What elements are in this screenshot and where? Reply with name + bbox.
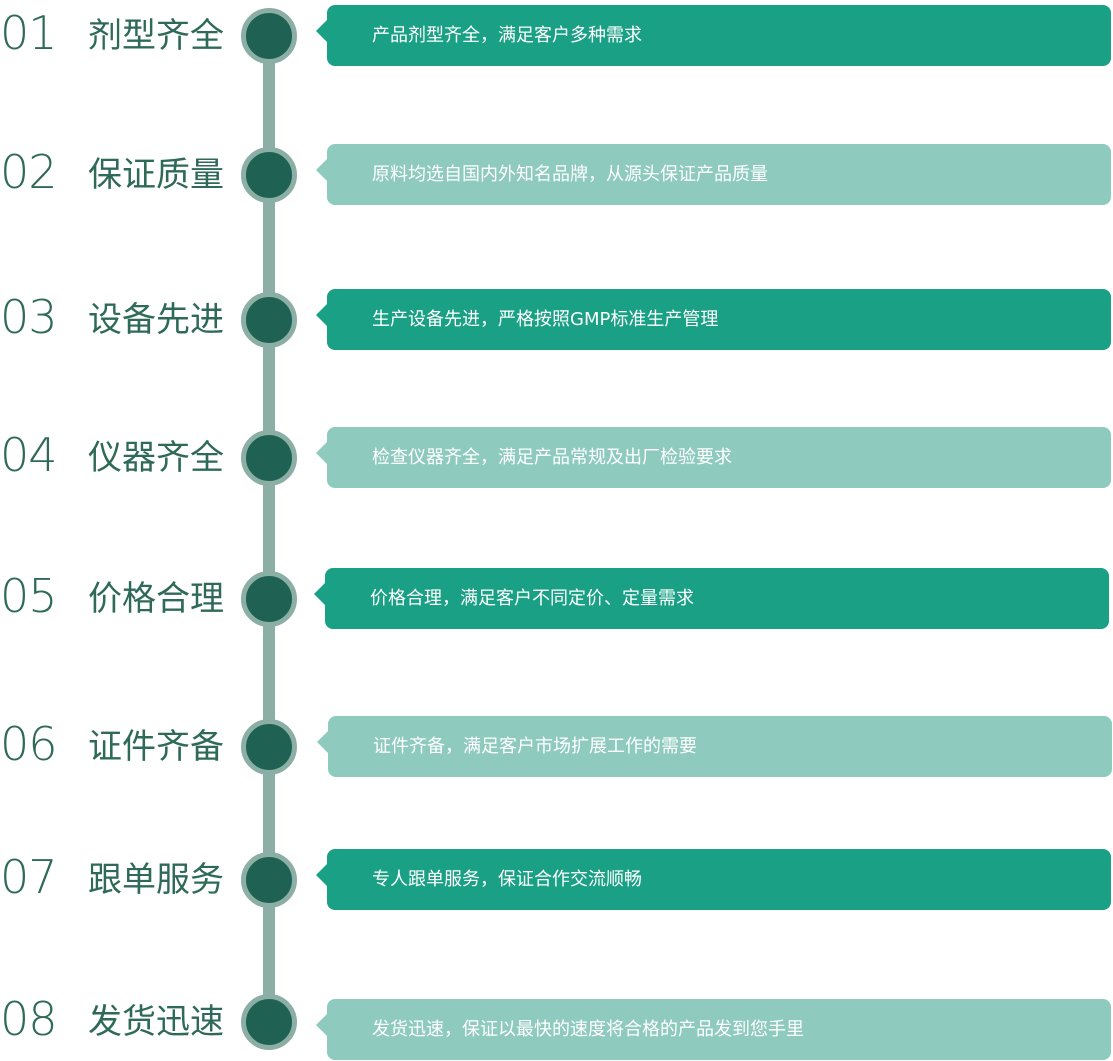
timeline-node-icon — [241, 147, 297, 203]
timeline-node-icon — [241, 571, 297, 627]
item-title: 价格合理 — [88, 579, 224, 619]
timeline-item-07: 07 跟单服务 专人跟单服务，保证合作交流顺畅 — [0, 848, 1113, 928]
item-number: 01 — [0, 6, 58, 60]
item-description-bubble: 原料均选自国内外知名品牌，从源头保证产品质量 — [316, 144, 1111, 205]
item-title: 保证质量 — [88, 155, 224, 195]
item-description-bubble: 产品剂型齐全，满足客户多种需求 — [316, 5, 1111, 66]
timeline-item-02: 02 保证质量 原料均选自国内外知名品牌，从源头保证产品质量 — [0, 143, 1113, 223]
item-title: 仪器齐全 — [88, 438, 224, 478]
item-description-bubble: 检查仪器齐全，满足产品常规及出厂检验要求 — [316, 427, 1111, 488]
item-title: 发货迅速 — [88, 1002, 224, 1042]
item-description-bubble: 价格合理，满足客户不同定价、定量需求 — [314, 568, 1109, 629]
item-title: 跟单服务 — [88, 860, 224, 900]
item-description-bubble: 证件齐备，满足客户市场扩展工作的需要 — [317, 716, 1112, 777]
item-description-bubble: 生产设备先进，严格按照GMP标准生产管理 — [316, 289, 1111, 350]
item-title: 证件齐备 — [88, 727, 224, 767]
item-number: 06 — [0, 717, 58, 771]
item-number: 08 — [0, 992, 58, 1046]
timeline-node-icon — [241, 994, 297, 1050]
item-number: 05 — [0, 569, 58, 623]
timeline-item-01: 01 剂型齐全 产品剂型齐全，满足客户多种需求 — [0, 4, 1113, 84]
item-number: 04 — [0, 428, 58, 482]
timeline-item-08: 08 发货迅速 发货迅速，保证以最快的速度将合格的产品发到您手里 — [0, 990, 1113, 1061]
timeline-item-03: 03 设备先进 生产设备先进，严格按照GMP标准生产管理 — [0, 288, 1113, 368]
item-number: 02 — [0, 145, 58, 199]
item-number: 07 — [0, 850, 58, 904]
timeline-node-icon — [241, 719, 297, 775]
timeline-node-icon — [241, 852, 297, 908]
timeline-item-04: 04 仪器齐全 检查仪器齐全，满足产品常规及出厂检验要求 — [0, 426, 1113, 506]
timeline-item-05: 05 价格合理 价格合理，满足客户不同定价、定量需求 — [0, 567, 1113, 647]
item-description-bubble: 专人跟单服务，保证合作交流顺畅 — [316, 849, 1111, 910]
timeline-node-icon — [241, 292, 297, 348]
item-title: 设备先进 — [88, 300, 224, 340]
item-title: 剂型齐全 — [88, 16, 224, 56]
timeline-item-06: 06 证件齐备 证件齐备，满足客户市场扩展工作的需要 — [0, 715, 1113, 795]
timeline-node-icon — [241, 8, 297, 64]
item-number: 03 — [0, 290, 58, 344]
timeline-node-icon — [241, 430, 297, 486]
item-description-bubble: 发货迅速，保证以最快的速度将合格的产品发到您手里 — [316, 999, 1111, 1060]
